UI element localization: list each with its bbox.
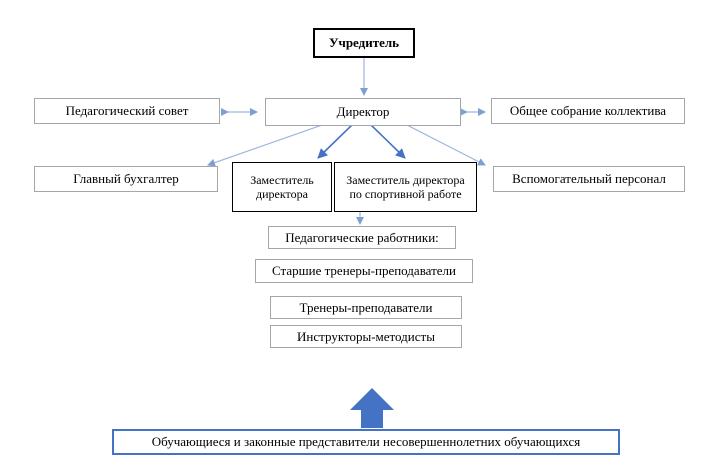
director-accountant-arrow: [207, 123, 326, 167]
director-deputy-arrow: [317, 123, 354, 159]
chief-accountant-label: Главный бухгалтер: [73, 171, 179, 186]
coaches-box: Тренеры-преподаватели: [270, 296, 462, 319]
instructors-label: Инструкторы-методисты: [297, 328, 435, 344]
deputy-director-box: Заместитель директора: [232, 162, 332, 212]
senior-coaches-label: Старшие тренеры-преподаватели: [272, 263, 456, 278]
chief-accountant-box: Главный бухгалтер: [34, 166, 218, 192]
deputy-sport-label: Заместитель директора по спортивной рабо…: [346, 172, 465, 201]
instructors-box: Инструкторы-методисты: [270, 325, 462, 348]
deputy-sport-box: Заместитель директора по спортивной рабо…: [334, 162, 477, 212]
director-box: Директор: [265, 98, 461, 126]
senior-coaches-box: Старшие тренеры-преподаватели: [255, 259, 473, 283]
ped-council-box: Педагогический совет: [34, 98, 220, 124]
director-label: Директор: [336, 104, 390, 119]
block-up-arrow-icon: [350, 388, 394, 428]
students-box: Обучающиеся и законные представители нес…: [112, 429, 620, 455]
deputy-director-label: Заместитель директора: [250, 172, 314, 201]
general-meeting-box: Общее собрание коллектива: [491, 98, 685, 124]
director-deputy-sport-arrow: [369, 123, 406, 159]
ped-council-label: Педагогический совет: [65, 103, 189, 118]
ped-workers-box: Педагогические работники:: [268, 226, 456, 249]
students-label: Обучающиеся и законные представители нес…: [151, 434, 581, 449]
coaches-label: Тренеры-преподаватели: [299, 299, 433, 315]
founder-label: Учредитель: [328, 35, 400, 50]
ped-workers-label: Педагогические работники:: [285, 229, 439, 245]
support-staff-label: Вспомогательный персонал: [512, 171, 666, 186]
general-meeting-label: Общее собрание коллектива: [509, 103, 667, 118]
support-staff-box: Вспомогательный персонал: [493, 166, 685, 192]
founder-box: Учредитель: [313, 28, 415, 58]
director-support-arrow: [404, 123, 486, 166]
